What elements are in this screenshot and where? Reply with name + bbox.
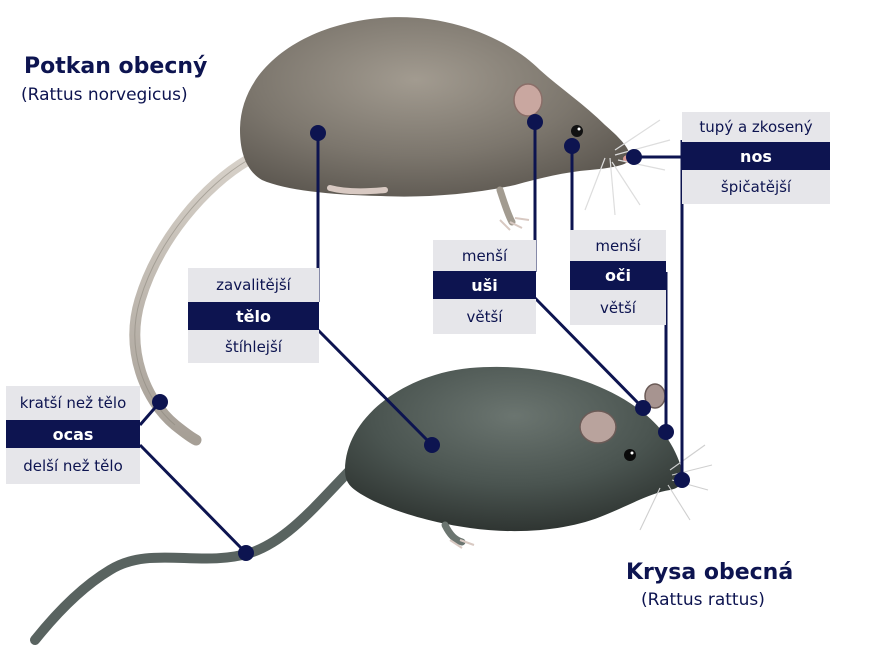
feature-label-oci: menší oči větší — [570, 230, 666, 325]
black-rat-tail — [30, 455, 365, 645]
ocas-bottom-species-text: delší než tělo — [6, 448, 140, 484]
dot-nos-bottom — [674, 472, 690, 488]
black-rat-ear-large — [579, 410, 617, 444]
species-title-top: Potkan obecný — [24, 54, 208, 79]
connector-ocas-bottom — [138, 443, 248, 555]
nos-top-species-text: tupý a zkosený — [682, 112, 830, 142]
telo-feature-name: tělo — [188, 302, 319, 330]
black-rat-illustration — [30, 366, 713, 645]
marker-dots — [152, 114, 690, 561]
connector-usi-bottom — [533, 296, 645, 410]
species-latin-bottom: (Rattus rattus) — [641, 590, 765, 610]
dot-usi-bottom — [635, 400, 651, 416]
nos-bottom-species-text: špičatější — [682, 170, 830, 204]
nos-feature-name: nos — [682, 142, 830, 170]
oci-top-species-text: menší — [570, 230, 666, 261]
dot-oci-top — [564, 138, 580, 154]
dot-telo-top — [310, 125, 326, 141]
dot-oci-bottom — [658, 424, 674, 440]
black-rat-eye — [624, 449, 636, 461]
brown-rat-eye — [571, 125, 583, 137]
telo-top-species-text: zavalitější — [188, 268, 319, 302]
usi-feature-name: uši — [433, 271, 536, 299]
telo-bottom-species-text: štíhlejší — [188, 330, 319, 363]
oci-feature-name: oči — [570, 261, 666, 290]
dot-telo-bottom — [424, 437, 440, 453]
dot-usi-top — [527, 114, 543, 130]
feature-label-ocas: kratší než tělo ocas delší než tělo — [6, 386, 140, 484]
oci-bottom-species-text: větší — [570, 290, 666, 325]
black-rat-body — [345, 366, 684, 532]
connector-telo-bottom — [316, 328, 434, 447]
dot-nos-top — [626, 149, 642, 165]
usi-top-species-text: menší — [433, 240, 536, 271]
brown-rat-ear — [513, 83, 543, 117]
brown-rat-illustration — [129, 17, 671, 446]
feature-label-usi: menší uši větší — [433, 240, 536, 334]
dot-ocas-bottom — [238, 545, 254, 561]
species-latin-top: (Rattus norvegicus) — [21, 85, 188, 105]
feature-label-telo: zavalitější tělo štíhlejší — [188, 268, 319, 363]
species-title-bottom: Krysa obecná — [626, 560, 794, 585]
ocas-top-species-text: kratší než tělo — [6, 386, 140, 420]
dot-ocas-top — [152, 394, 168, 410]
feature-label-nos: tupý a zkosený nos špičatější — [682, 112, 830, 204]
usi-bottom-species-text: větší — [433, 299, 536, 334]
ocas-feature-name: ocas — [6, 420, 140, 448]
brown-rat-body — [240, 17, 631, 197]
